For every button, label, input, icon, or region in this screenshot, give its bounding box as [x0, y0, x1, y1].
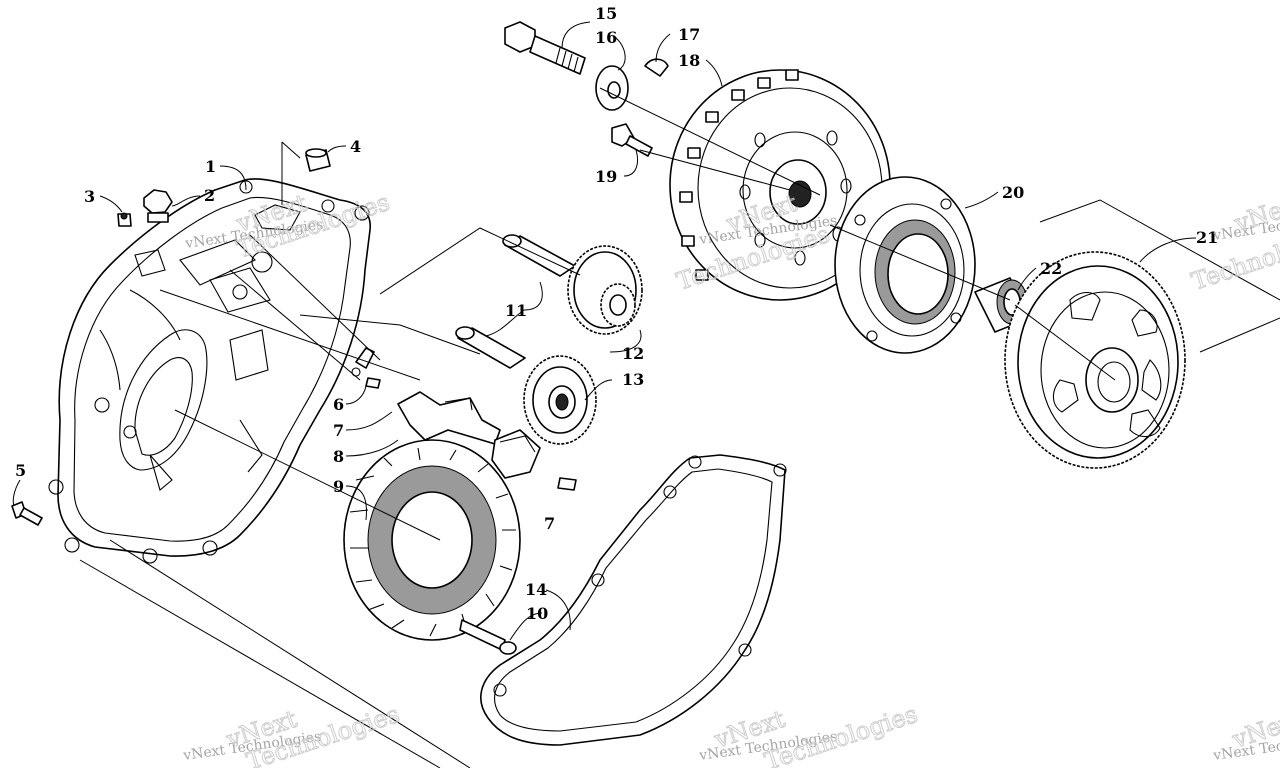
- cover-bolt: [11, 501, 43, 526]
- callout-12: 12: [622, 344, 644, 363]
- callout-2: 2: [204, 186, 215, 205]
- callout-5: 5: [15, 461, 26, 480]
- flywheel-washer: [595, 65, 629, 111]
- flywheel-magnets: [679, 69, 799, 281]
- callout-16: 16: [595, 28, 617, 47]
- starter-clutch: [834, 176, 976, 354]
- callout-20: 20: [1002, 183, 1024, 202]
- flywheel-bolt: [504, 21, 586, 75]
- callout-14: 14: [525, 580, 547, 599]
- callout-7-upper: 7: [333, 421, 344, 440]
- dowel-pin: [305, 148, 331, 172]
- callout-3: 3: [84, 187, 95, 206]
- callout-17: 17: [678, 25, 700, 44]
- screw-small-2: [557, 477, 577, 491]
- stator-bolt: [459, 619, 517, 655]
- wire-clip: [351, 347, 375, 377]
- watermark-text: Technologies: [761, 700, 921, 768]
- starter-driven-gear: [1004, 251, 1186, 469]
- callout-10: 10: [526, 604, 548, 623]
- callout-9: 9: [333, 477, 344, 496]
- callout-1: 1: [205, 157, 216, 176]
- wire-bracket: [397, 391, 501, 445]
- idler-gear-upper: [567, 245, 643, 335]
- leader-lines: [12, 21, 1280, 768]
- callout-18: 18: [678, 51, 700, 70]
- crankcase-cover: [48, 178, 371, 564]
- pickup-sensor: [491, 429, 541, 479]
- stator: [343, 439, 521, 641]
- callout-21: 21: [1196, 228, 1218, 247]
- callout-15: 15: [595, 4, 617, 23]
- callout-19: 19: [595, 167, 617, 186]
- callout-6: 6: [333, 395, 344, 414]
- callout-22: 22: [1040, 259, 1062, 278]
- reduction-gear: [523, 355, 597, 445]
- grease-fitting: [117, 212, 132, 227]
- flywheel-rotor: [669, 69, 891, 301]
- callout-4: 4: [350, 137, 361, 156]
- idler-shaft-lower: [455, 326, 526, 369]
- screw-small: [365, 377, 381, 389]
- callout-11: 11: [505, 301, 527, 320]
- cover-gasket: [480, 454, 787, 746]
- callout-7-lower: 7: [544, 514, 555, 533]
- woodruff-key: [644, 58, 669, 77]
- callout-8: 8: [333, 447, 344, 466]
- callout-labels: 1 2 3 4 5 6 7 7 8 9 10 11 12 13 14 15 16…: [15, 4, 1218, 623]
- callout-13: 13: [622, 370, 644, 389]
- drain-plug: [143, 189, 173, 223]
